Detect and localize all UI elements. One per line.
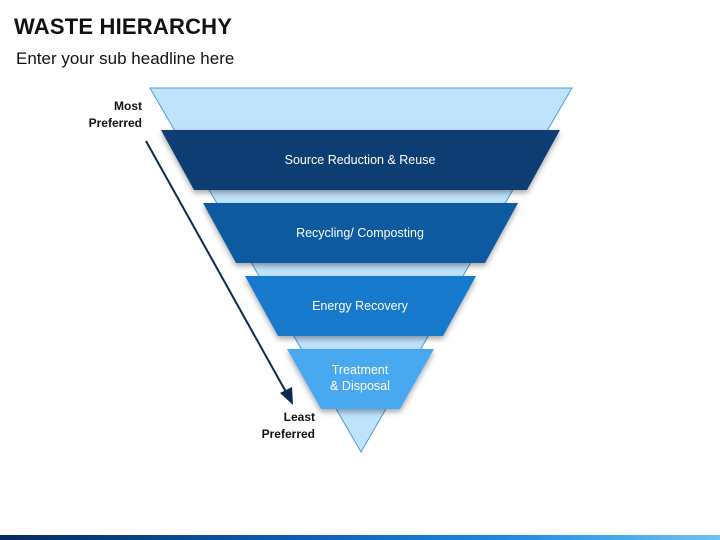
least-preferred-label: Least Preferred	[261, 410, 315, 441]
band-source-reduction	[161, 130, 560, 190]
band-treatment-disposal	[287, 349, 434, 409]
band-label-recycling: Recycling/ Composting	[296, 226, 424, 240]
band-label-energy-recovery: Energy Recovery	[312, 299, 408, 313]
page-title: WASTE HIERARCHY	[14, 14, 233, 39]
preference-arrow-head	[280, 387, 293, 405]
band-recycling	[203, 203, 518, 263]
page-subtitle: Enter your sub headline here	[16, 49, 235, 68]
most-preferred-label: Most Preferred	[88, 99, 142, 130]
band-energy-recovery	[245, 276, 476, 336]
band-label-treatment-disposal: Treatment & Disposal	[330, 363, 390, 393]
footer-bar	[0, 535, 720, 540]
band-label-source-reduction: Source Reduction & Reuse	[284, 153, 436, 167]
preference-arrow-line	[145, 140, 287, 393]
